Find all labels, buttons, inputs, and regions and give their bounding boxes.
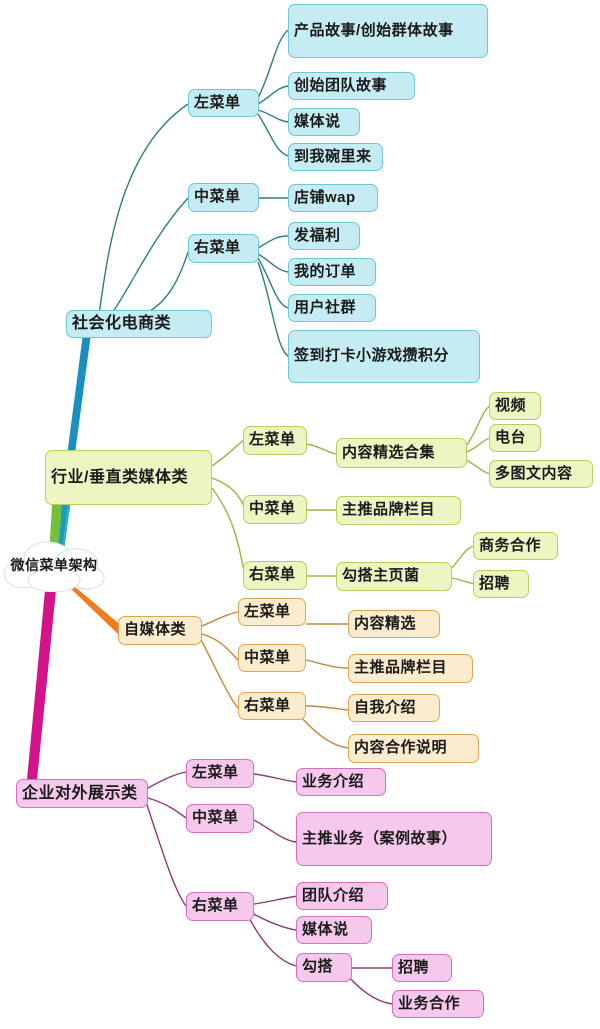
- leaf-label: 内容合作说明: [354, 739, 448, 757]
- leaf-label: 签到打卡小游戏攒积分: [294, 347, 450, 365]
- leaf-node-media-says[interactable]: 媒体说: [288, 108, 360, 136]
- leaf-node-multi-image-text[interactable]: 多图文内容: [489, 460, 593, 488]
- leaf-label: 团队介绍: [302, 886, 365, 904]
- menu-node-orange-left[interactable]: 左菜单: [238, 598, 306, 626]
- leaf-label: 内容精选: [354, 614, 417, 632]
- leaf-node-shop-wap[interactable]: 店铺wap: [288, 184, 378, 212]
- leaf-label: 业务介绍: [302, 772, 365, 790]
- menu-label: 中菜单: [249, 500, 296, 518]
- branch-label: 社会化电商类: [72, 315, 172, 332]
- leaf-node-team-introduction[interactable]: 团队介绍: [296, 882, 388, 910]
- leaf-label: 多图文内容: [495, 464, 573, 482]
- leaf-node-product-story[interactable]: 产品故事/创始群体故事: [288, 4, 488, 58]
- menu-label: 右菜单: [192, 897, 239, 915]
- leaf-label: 发福利: [294, 226, 341, 244]
- leaf-node-business-cooperation-pink[interactable]: 业务合作: [392, 990, 484, 1018]
- sub-label: 内容精选合集: [342, 443, 436, 461]
- leaf-node-content-selection[interactable]: 内容精选: [348, 610, 440, 638]
- leaf-label: 到我碗里来: [294, 147, 372, 165]
- leaf-node-radio[interactable]: 电台: [489, 424, 541, 452]
- menu-label: 左菜单: [194, 93, 241, 111]
- menu-label: 右菜单: [194, 239, 241, 257]
- leaf-node-recruitment-pink[interactable]: 招聘: [392, 954, 452, 982]
- menu-node-pink-mid[interactable]: 中菜单: [186, 804, 254, 833]
- sub-node-flirt[interactable]: 勾搭: [296, 953, 352, 982]
- root-label: 微信菜单架构: [10, 556, 98, 573]
- leaf-node-business-introduction[interactable]: 业务介绍: [296, 768, 386, 796]
- branch-label: 行业/垂直类媒体类: [51, 468, 188, 486]
- menu-label: 左菜单: [249, 431, 296, 449]
- leaf-label: 创始团队故事: [294, 76, 388, 94]
- leaf-node-video[interactable]: 视频: [489, 392, 541, 420]
- leaf-label: 用户社群: [294, 298, 357, 316]
- branch-label: 自媒体类: [124, 621, 187, 639]
- branch-node-self-media[interactable]: 自媒体类: [118, 616, 202, 645]
- branch-node-industry-vertical-media[interactable]: 行业/垂直类媒体类: [45, 450, 212, 505]
- menu-node-cyan-right[interactable]: 右菜单: [188, 234, 259, 263]
- leaf-node-self-introduction[interactable]: 自我介绍: [348, 694, 440, 722]
- menu-node-orange-right[interactable]: 右菜单: [238, 692, 306, 720]
- menu-node-green-left[interactable]: 左菜单: [243, 426, 307, 455]
- leaf-label: 主推品牌栏目: [342, 501, 436, 519]
- menu-node-green-mid[interactable]: 中菜单: [243, 495, 307, 524]
- menu-node-orange-mid[interactable]: 中菜单: [238, 644, 306, 672]
- orange-links: [199, 611, 349, 749]
- leaf-label: 产品故事/创始群体故事: [294, 21, 454, 39]
- leaf-node-founding-team-story[interactable]: 创始团队故事: [288, 72, 415, 100]
- menu-label: 中菜单: [192, 809, 239, 827]
- menu-node-pink-right[interactable]: 右菜单: [186, 892, 254, 921]
- leaf-node-checkin-game-points[interactable]: 签到打卡小游戏攒积分: [288, 330, 480, 383]
- sub-label: 勾搭主页菌: [342, 567, 420, 585]
- leaf-label: 自我介绍: [354, 698, 417, 716]
- leaf-node-user-community[interactable]: 用户社群: [288, 294, 376, 322]
- branch-node-social-commerce[interactable]: 社会化电商类: [66, 310, 212, 338]
- leaf-node-my-orders[interactable]: 我的订单: [288, 258, 376, 286]
- leaf-node-to-my-bowl[interactable]: 到我碗里来: [288, 143, 383, 171]
- sub-node-content-collection[interactable]: 内容精选合集: [336, 438, 467, 468]
- leaf-label: 主推品牌栏目: [354, 659, 448, 677]
- trunk-magenta: [26, 580, 57, 790]
- menu-label: 中菜单: [194, 188, 241, 206]
- root-node[interactable]: 微信菜单架构: [2, 538, 106, 592]
- leaf-label: 店铺wap: [294, 188, 356, 206]
- menu-node-cyan-mid[interactable]: 中菜单: [188, 183, 259, 212]
- leaf-label: 业务合作: [398, 994, 461, 1012]
- leaf-label: 主推业务（案例故事）: [302, 829, 458, 847]
- leaf-node-recruitment-green[interactable]: 招聘: [473, 570, 529, 598]
- trunk-cyan: [52, 326, 92, 570]
- leaf-node-business-cooperation-green[interactable]: 商务合作: [473, 532, 558, 560]
- sub-node-flirt-homepage[interactable]: 勾搭主页菌: [336, 562, 452, 591]
- branch-label: 企业对外展示类: [22, 784, 138, 802]
- menu-label: 左菜单: [192, 764, 239, 782]
- leaf-label: 商务合作: [479, 536, 542, 554]
- leaf-node-benefits[interactable]: 发福利: [288, 222, 360, 250]
- leaf-label: 媒体说: [294, 112, 341, 130]
- menu-node-pink-left[interactable]: 左菜单: [186, 759, 254, 788]
- leaf-node-media-says-pink[interactable]: 媒体说: [296, 916, 372, 944]
- menu-label: 左菜单: [244, 602, 291, 620]
- menu-label: 右菜单: [249, 566, 296, 584]
- leaf-node-brand-column-orange[interactable]: 主推品牌栏目: [348, 654, 473, 683]
- menu-node-green-right[interactable]: 右菜单: [243, 561, 307, 590]
- leaf-node-brand-column-green[interactable]: 主推品牌栏目: [336, 496, 461, 525]
- leaf-label: 我的订单: [294, 262, 357, 280]
- leaf-label: 视频: [495, 396, 527, 414]
- sub-label: 勾搭: [302, 958, 334, 976]
- menu-node-cyan-left[interactable]: 左菜单: [188, 89, 259, 117]
- leaf-node-content-cooperation-note[interactable]: 内容合作说明: [348, 734, 479, 763]
- leaf-label: 媒体说: [302, 920, 349, 938]
- leaf-label: 招聘: [398, 958, 430, 976]
- menu-label: 中菜单: [244, 648, 291, 666]
- menu-label: 右菜单: [244, 696, 291, 714]
- leaf-label: 招聘: [479, 574, 511, 592]
- leaf-node-main-business-case-story[interactable]: 主推业务（案例故事）: [296, 812, 492, 866]
- branch-node-enterprise-showcase[interactable]: 企业对外展示类: [16, 779, 148, 808]
- leaf-label: 电台: [495, 428, 527, 446]
